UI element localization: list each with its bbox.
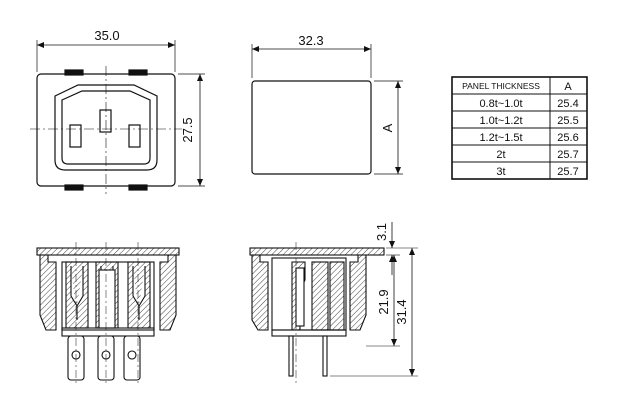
- table-cell: 25.6: [557, 132, 578, 144]
- side-width-dimension: 32.3: [298, 33, 323, 48]
- side-section-view: [249, 242, 385, 386]
- panel-thickness-table: PANEL THICKNESS A 0.8t~1.0t 25.4 1.0t~1.…: [451, 76, 588, 180]
- flange-thickness-dimension: 3.1: [374, 223, 389, 241]
- front-section-view: [36, 242, 180, 386]
- side-height-label: A: [380, 123, 395, 132]
- table-header-a: A: [564, 81, 572, 93]
- table-cell: 25.7: [557, 166, 578, 178]
- side-view: [251, 44, 403, 175]
- front-view: [30, 40, 205, 194]
- table-cell: 0.8t~1.0t: [479, 98, 522, 110]
- table-cell: 1.0t~1.2t: [479, 115, 522, 127]
- depth-dimensions: [330, 222, 418, 377]
- table-header-panel-thickness: PANEL THICKNESS: [462, 81, 540, 91]
- table-cell: 25.5: [557, 115, 578, 127]
- body-depth-dimension: 21.9: [376, 289, 391, 314]
- table-cell: 1.2t~1.5t: [479, 132, 522, 144]
- table-cell: 25.7: [557, 149, 578, 161]
- table-cell: 2t: [496, 149, 505, 161]
- total-depth-dimension: 31.4: [394, 299, 409, 324]
- table-cell: 25.4: [557, 98, 578, 110]
- table-cell: 3t: [496, 166, 505, 178]
- front-width-dimension: 35.0: [94, 28, 119, 43]
- front-height-dimension: 27.5: [180, 117, 195, 142]
